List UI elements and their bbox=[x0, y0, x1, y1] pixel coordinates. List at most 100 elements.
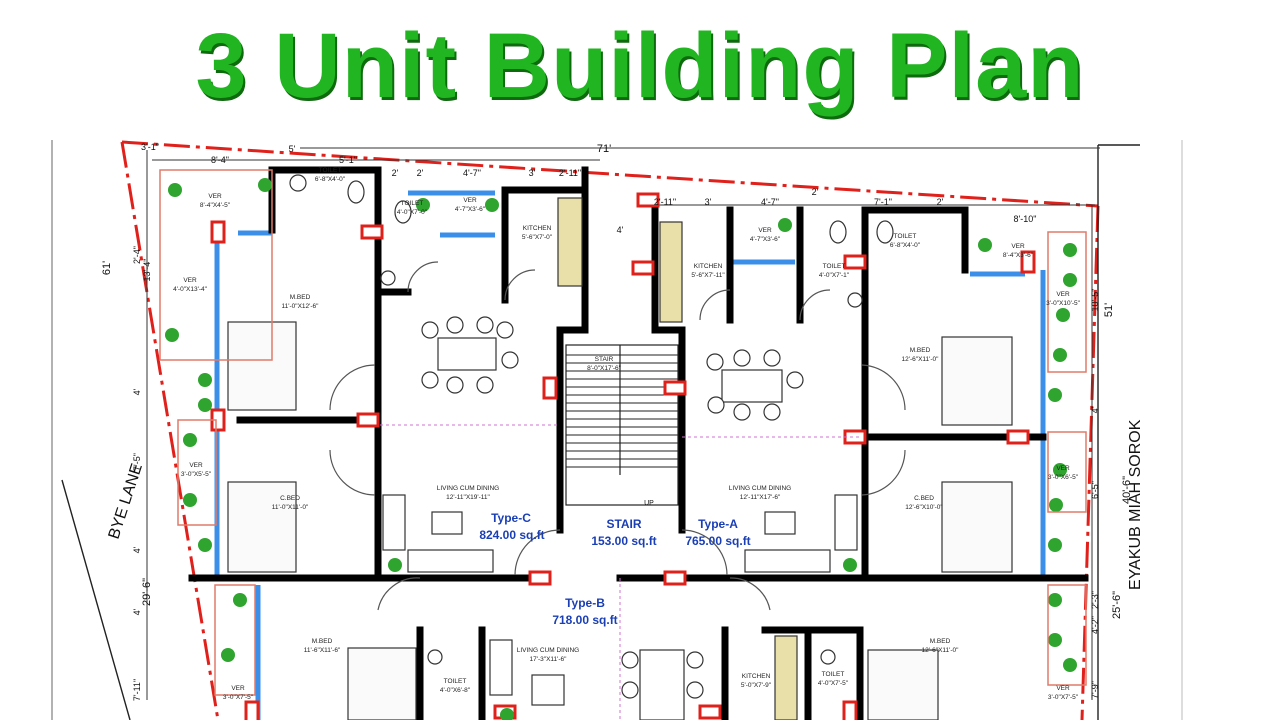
room-name-ver_bl: VER bbox=[231, 685, 245, 692]
bed-cbed-c bbox=[227, 481, 297, 573]
tv-a bbox=[764, 511, 796, 535]
room-name-kitchen_b: KITCHEN bbox=[742, 673, 771, 680]
unit-area-type-a: 765.00 sq.ft bbox=[685, 534, 750, 548]
dim-top-7: 3' bbox=[529, 168, 536, 178]
plant bbox=[1048, 538, 1062, 552]
plant bbox=[183, 493, 197, 507]
room-size-living_c: 12'-11"X19'-11" bbox=[446, 494, 490, 501]
dim-top-14: 7'-1" bbox=[874, 197, 892, 207]
room-name-mbed_c: M.BED bbox=[290, 294, 311, 301]
plant bbox=[1056, 308, 1070, 322]
room-name-ver_a: VER bbox=[758, 227, 772, 234]
chair bbox=[446, 376, 464, 394]
dim-left-1: 13'-4" bbox=[142, 259, 152, 282]
room-name-toilet_a1: TOILET bbox=[823, 263, 846, 270]
column bbox=[356, 412, 380, 428]
plant bbox=[1053, 463, 1067, 477]
room-size-kitchen_a: 5'-6"X7'-11" bbox=[691, 272, 725, 279]
room-name-toilet_b1: TOILET bbox=[444, 678, 467, 685]
chair bbox=[496, 321, 514, 339]
room-size-living_b: 17'-3"X11'-6" bbox=[530, 656, 568, 663]
bed-mbed-b2 bbox=[867, 649, 939, 720]
chair bbox=[786, 371, 804, 389]
bed-mbed-b bbox=[347, 647, 417, 720]
dim-left-5: 4' bbox=[132, 608, 142, 615]
bed-cbed-a bbox=[941, 481, 1013, 573]
column bbox=[636, 192, 660, 208]
chair bbox=[446, 316, 464, 334]
room-size-toilet_a2: 6'-8"X4'-0" bbox=[890, 242, 921, 249]
dim-top-total: 71' bbox=[597, 143, 611, 155]
room-size-ver_r: 3'-0"X10'-5" bbox=[1046, 300, 1081, 307]
chair bbox=[706, 353, 724, 371]
dim-right-1: 4' bbox=[1090, 406, 1100, 413]
dining-chairs bbox=[421, 316, 804, 699]
column bbox=[698, 704, 722, 720]
dim-right-2: 6'-5" bbox=[1090, 481, 1100, 499]
bed-mbed-a bbox=[941, 336, 1013, 426]
dim-top-1: 8'-4" bbox=[211, 155, 229, 165]
toilet-fixtures bbox=[289, 174, 894, 665]
plant bbox=[1053, 348, 1067, 362]
dim-col-right: 10'-5"4'6'-5"2'-3"4'-2"7'-9" bbox=[1090, 289, 1100, 699]
dim-right-0: 10'-5" bbox=[1090, 289, 1100, 312]
chair bbox=[421, 371, 439, 389]
dim-col-left: 2'-4"13'-4"4'7'-5"4'4'7'-11" bbox=[132, 246, 152, 701]
room-name-mbed_a: M.BED bbox=[910, 347, 931, 354]
room-size-ver_c: 4'-7"X3'-6" bbox=[455, 206, 486, 213]
room-name-living_c: LIVING CUM DINING bbox=[437, 485, 499, 492]
plant bbox=[778, 218, 792, 232]
room-name-ver_l: VER bbox=[183, 277, 197, 284]
chair bbox=[476, 316, 494, 334]
bed-mbed-c bbox=[227, 321, 297, 411]
room-size-toilet_c: 4'-0"X7'-0" bbox=[397, 209, 428, 216]
room-name-ver_r2: VER bbox=[1056, 465, 1070, 472]
chair bbox=[621, 651, 639, 669]
room-name-ver_c: VER bbox=[463, 197, 477, 204]
chair bbox=[421, 321, 439, 339]
chair bbox=[621, 681, 639, 699]
unit-name-stair: STAIR bbox=[606, 517, 641, 531]
dim-row-top: 3'-1"8'-4"5'5'-1"2'2'4'-7"3'2'-11"4'2'-1… bbox=[141, 142, 1036, 235]
room-size-cbed_c: 11'-0"X11'-0" bbox=[272, 504, 309, 511]
dim-right-depth: 51' bbox=[1103, 303, 1115, 317]
dim-right-3: 2'-3" bbox=[1090, 591, 1100, 609]
dining-table-c bbox=[437, 337, 497, 371]
plant bbox=[1063, 243, 1077, 257]
plant bbox=[1048, 593, 1062, 607]
room-name-ver_br: VER bbox=[1056, 685, 1070, 692]
room-name-mbed_b2: M.BED bbox=[930, 638, 951, 645]
verandah-outlines bbox=[159, 169, 1087, 696]
chair bbox=[763, 403, 781, 421]
room-name-mbed_b: M.BED bbox=[312, 638, 333, 645]
column bbox=[542, 376, 558, 400]
dining-table-a bbox=[721, 369, 783, 403]
room-name-ver_tr: VER bbox=[1011, 243, 1025, 250]
chair bbox=[707, 396, 725, 414]
dim-right-4: 4'-2" bbox=[1090, 616, 1100, 634]
room-name-ver_r: VER bbox=[1056, 291, 1070, 298]
plant bbox=[843, 558, 857, 572]
column bbox=[1006, 429, 1030, 445]
plant bbox=[198, 398, 212, 412]
room-size-toilet_a1: 4'-0"X7'-1" bbox=[819, 272, 850, 279]
road-edges bbox=[61, 144, 1140, 720]
page-title: 3 Unit Building Plan bbox=[195, 15, 1085, 117]
room-name-toilet_a2: TOILET bbox=[894, 233, 917, 240]
column bbox=[244, 700, 260, 720]
plant bbox=[1048, 633, 1062, 647]
room-name-living_a: LIVING CUM DINING bbox=[729, 485, 791, 492]
sofa-a bbox=[744, 549, 831, 573]
dim-top-0: 3'-1" bbox=[141, 142, 159, 152]
dim-left-4: 4' bbox=[132, 546, 142, 553]
plot-boundary bbox=[120, 140, 1100, 720]
plant bbox=[258, 178, 272, 192]
dim-top-16: 8'-10" bbox=[1014, 214, 1037, 224]
dim-left-0: 2'-4" bbox=[132, 246, 142, 264]
room-name-toilet_c: TOILET bbox=[401, 200, 424, 207]
tv-c bbox=[431, 511, 463, 535]
plant bbox=[165, 328, 179, 342]
plant bbox=[1063, 273, 1077, 287]
dim-top-4: 2' bbox=[392, 168, 399, 178]
plant bbox=[485, 198, 499, 212]
